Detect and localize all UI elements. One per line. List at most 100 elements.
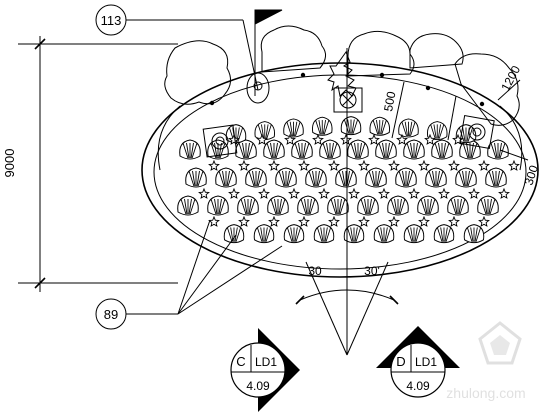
section-d-code: LD1	[415, 355, 437, 369]
star-symbol	[478, 159, 490, 171]
flower-symbol	[237, 195, 259, 216]
watermark-text: zhulong.com	[446, 385, 525, 401]
star-symbol	[348, 187, 360, 199]
flower-symbol	[485, 167, 507, 188]
flower-symbol	[357, 195, 379, 216]
flower-symbol	[369, 116, 390, 136]
section-d-letter: D	[396, 354, 405, 369]
star-symbol	[268, 159, 280, 171]
callout-113-label: 113	[101, 13, 122, 28]
star-markers	[198, 133, 520, 227]
flower-symbol	[223, 224, 245, 244]
watermark-logo-icon	[478, 321, 522, 365]
flower-symbol	[207, 195, 229, 216]
flower-symbol	[254, 121, 275, 141]
dimension-label-9000: 9000	[2, 149, 17, 178]
flower-symbol	[235, 139, 257, 160]
flower-symbol	[335, 167, 357, 188]
star-symbol	[298, 215, 310, 227]
flower-symbol	[403, 139, 425, 160]
callout-113: 113	[95, 4, 270, 104]
star-symbol	[418, 215, 430, 227]
star-symbol	[318, 187, 330, 199]
angle-fan: 30 30'	[295, 261, 399, 356]
flower-symbol	[463, 224, 485, 244]
flower-symbol	[375, 139, 397, 160]
flower-symbol	[305, 167, 327, 188]
star-symbol	[452, 133, 464, 145]
fixture-left	[202, 124, 238, 158]
flower-symbol	[365, 167, 387, 188]
angle-label-right: 30'	[364, 264, 380, 278]
shrub-conifer	[327, 50, 357, 98]
flower-symbol	[433, 224, 455, 244]
flower-symbol	[177, 195, 199, 216]
shrub-row-top	[164, 25, 520, 126]
star-symbol	[328, 215, 340, 227]
flower-symbol	[431, 139, 453, 160]
flower-symbol	[297, 195, 319, 216]
angle-label-left: 30	[308, 264, 322, 278]
star-symbol	[298, 159, 310, 171]
star-symbol	[198, 187, 210, 199]
flower-symbol	[425, 167, 447, 188]
flower-symbol	[283, 224, 305, 244]
star-symbol	[438, 187, 450, 199]
center-axis	[254, 9, 348, 355]
flower-symbol	[327, 195, 349, 216]
flower-symbol	[245, 167, 267, 188]
flower-symbol	[319, 139, 341, 160]
flower-symbol	[455, 167, 477, 188]
star-symbol	[396, 133, 408, 145]
flower-symbol	[185, 167, 207, 188]
flower-symbol	[347, 139, 369, 160]
callout-89-label: 89	[104, 307, 118, 322]
shrub-top-1	[260, 25, 326, 73]
star-symbol	[256, 133, 268, 145]
section-c-sheet: 4.09	[246, 379, 270, 393]
star-symbol	[208, 159, 220, 171]
point-marker	[479, 101, 485, 107]
point-marker	[379, 72, 385, 78]
star-symbol	[328, 159, 340, 171]
flower-symbol	[291, 139, 313, 160]
flower-symbol	[373, 224, 395, 244]
flower-symbol	[267, 195, 289, 216]
shrub-top-3	[409, 33, 464, 69]
dimension-label-500: 500	[381, 90, 398, 112]
star-symbol	[388, 215, 400, 227]
flower-symbol	[263, 139, 285, 160]
star-symbol	[312, 133, 324, 145]
flower-symbol	[477, 195, 499, 216]
star-symbol	[448, 159, 460, 171]
shrub-top-2	[347, 30, 415, 77]
dimension-label-1200: 1200	[498, 63, 523, 93]
section-c-code: LD1	[255, 355, 277, 369]
point-markers	[209, 72, 485, 107]
flower-symbol	[343, 224, 365, 244]
star-symbol	[284, 133, 296, 145]
flower-symbol	[215, 167, 237, 188]
flower-symbol	[417, 195, 439, 216]
flower-symbol	[179, 139, 201, 160]
star-symbol	[508, 159, 520, 171]
callout-89: 89	[95, 219, 283, 330]
point-marker	[300, 72, 306, 78]
star-symbol	[358, 215, 370, 227]
point-marker	[425, 85, 431, 91]
watermark: zhulong.com	[446, 321, 526, 401]
flower-symbol	[398, 118, 419, 138]
star-symbol	[358, 159, 370, 171]
shrub-right	[454, 53, 520, 126]
star-symbol	[258, 187, 270, 199]
dimension-label-300: 300	[522, 163, 542, 187]
star-symbol	[368, 133, 380, 145]
flower-symbol	[283, 118, 304, 138]
section-marker-c: C LD1 4.09	[230, 328, 300, 412]
fixture-center	[333, 87, 363, 113]
star-symbol	[208, 215, 220, 227]
dimension-line-9000: 9000	[2, 36, 178, 292]
star-symbol	[448, 215, 460, 227]
flower-symbol	[387, 195, 409, 216]
